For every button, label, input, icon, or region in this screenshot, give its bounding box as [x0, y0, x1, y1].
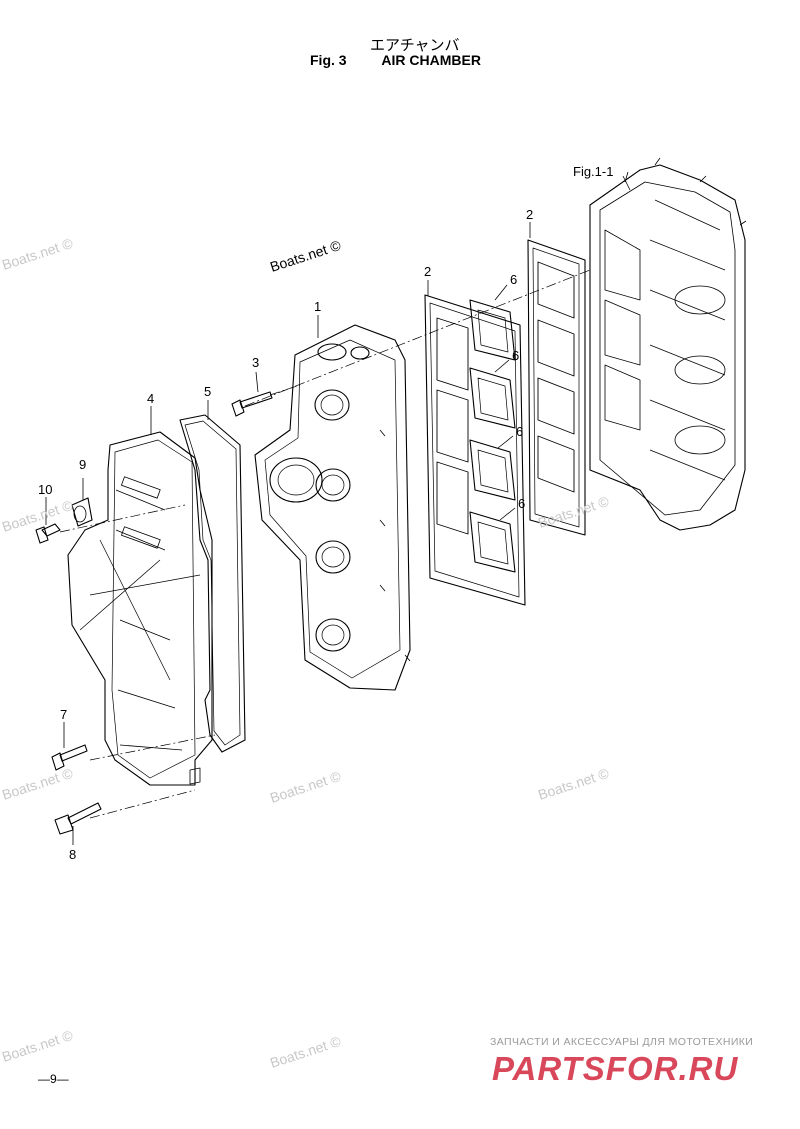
engine-block-part	[589, 157, 747, 531]
callout-6b: 6	[512, 348, 519, 363]
fitting-9	[71, 497, 93, 527]
callout-leaders	[45, 222, 531, 845]
callout-3: 3	[252, 355, 259, 370]
callout-7: 7	[60, 707, 67, 722]
watermark-text: Boats.net ©	[0, 765, 75, 803]
assembly-centerlines	[59, 269, 591, 819]
watermark-text: Boats.net ©	[0, 1027, 75, 1065]
watermark-text: Boats.net ©	[0, 235, 75, 273]
watermarks: Boats.net © Boats.net © Boats.net © Boat…	[0, 235, 611, 1071]
bolt-10	[35, 523, 61, 544]
figure-number: Fig. 3	[310, 52, 347, 68]
reed-valve-6d	[469, 511, 516, 573]
title-japanese: エアチャンバ	[370, 36, 460, 54]
figure-name: AIR CHAMBER	[381, 52, 481, 68]
callout-4: 4	[147, 391, 154, 406]
watermark-text: Boats.net ©	[268, 1033, 343, 1071]
gasket-2-right	[527, 239, 586, 536]
callout-6c: 6	[516, 424, 523, 439]
ad-tagline: ЗАПЧАСТИ И АКСЕССУАРЫ ДЛЯ МОТОТЕХНИКИ	[490, 1036, 754, 1048]
reed-valve-6a	[469, 299, 516, 361]
ad-logo[interactable]: PARTSFOR.RU	[492, 1050, 739, 1087]
page-number: —9—	[38, 1072, 69, 1086]
callout-10: 10	[38, 482, 52, 497]
gasket-5	[179, 414, 246, 753]
reed-valve-6c	[469, 439, 516, 501]
figure-title: Fig. 3 AIR CHAMBER	[310, 52, 481, 68]
callout-2b: 2	[526, 207, 533, 222]
bolt-3	[231, 391, 273, 417]
ref-fig-label: Fig.1-1	[573, 164, 613, 179]
callout-6d: 6	[518, 496, 525, 511]
ref-leader-line	[622, 175, 631, 191]
callout-1: 1	[314, 299, 321, 314]
bolt-8	[54, 802, 102, 835]
callout-2a: 2	[424, 264, 431, 279]
bolt-7	[51, 744, 88, 771]
callout-6a: 6	[510, 272, 517, 287]
reed-valve-6b	[469, 367, 516, 429]
air-chamber-cover-part	[67, 431, 213, 786]
gasket-2-left	[424, 294, 526, 606]
callout-9: 9	[79, 457, 86, 472]
callout-8: 8	[69, 847, 76, 862]
callout-5: 5	[204, 384, 211, 399]
air-chamber-part	[254, 324, 411, 691]
watermark-text: Boats.net ©	[536, 765, 611, 803]
watermark-text: Boats.net ©	[268, 768, 343, 806]
watermark-text: Boats.net ©	[268, 237, 343, 275]
